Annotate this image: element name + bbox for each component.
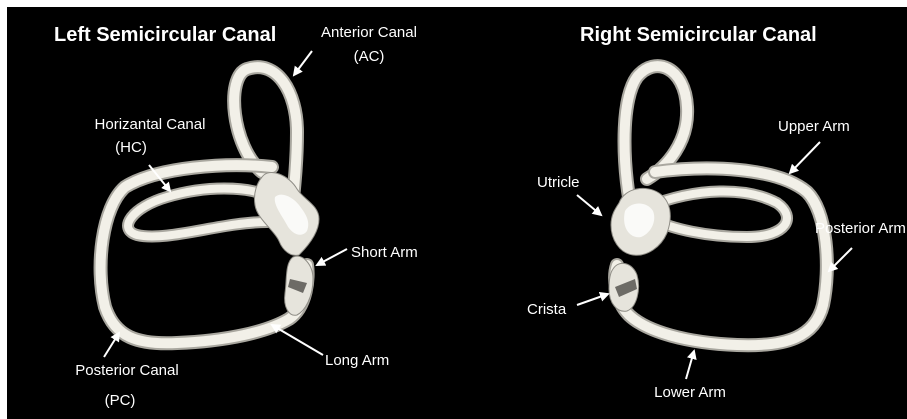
posterior-arm-label: Posterior Arm bbox=[815, 220, 906, 237]
upper-arm-arrow bbox=[790, 142, 820, 173]
short-arm-label: Short Arm bbox=[351, 244, 418, 261]
semicircular-canal-diagram: Left Semicircular Canal Anterior Canal (… bbox=[7, 7, 907, 419]
posterior-canal-arrow bbox=[104, 333, 119, 357]
crista-arrow bbox=[577, 294, 608, 305]
utricle-label: Utricle bbox=[537, 174, 580, 191]
right-title: Right Semicircular Canal bbox=[580, 24, 817, 46]
horizontal-canal-abbr: (HC) bbox=[115, 139, 147, 156]
utricle-arrow bbox=[577, 195, 601, 215]
anterior-canal-label: Anterior Canal bbox=[321, 24, 417, 41]
right-canal-illustration bbox=[609, 66, 827, 345]
upper-arm-label: Upper Arm bbox=[778, 118, 850, 135]
left-title: Left Semicircular Canal bbox=[54, 24, 276, 46]
diagram-frame: Left Semicircular Canal Anterior Canal (… bbox=[7, 7, 907, 419]
left-canal-illustration bbox=[101, 67, 319, 343]
lower-arm-label: Lower Arm bbox=[654, 384, 726, 401]
anterior-canal-abbr: (AC) bbox=[354, 48, 385, 65]
long-arm-arrow bbox=[272, 325, 323, 355]
lower-arm-arrow bbox=[686, 351, 694, 379]
long-arm-label: Long Arm bbox=[325, 352, 389, 369]
anterior-canal-arrow bbox=[294, 51, 312, 75]
crista-label: Crista bbox=[527, 301, 567, 318]
posterior-canal-label: Posterior Canal bbox=[75, 362, 178, 379]
horizontal-canal-label: Horizantal Canal bbox=[95, 116, 206, 133]
short-arm-arrow bbox=[317, 249, 347, 265]
posterior-canal-abbr: (PC) bbox=[105, 392, 136, 409]
